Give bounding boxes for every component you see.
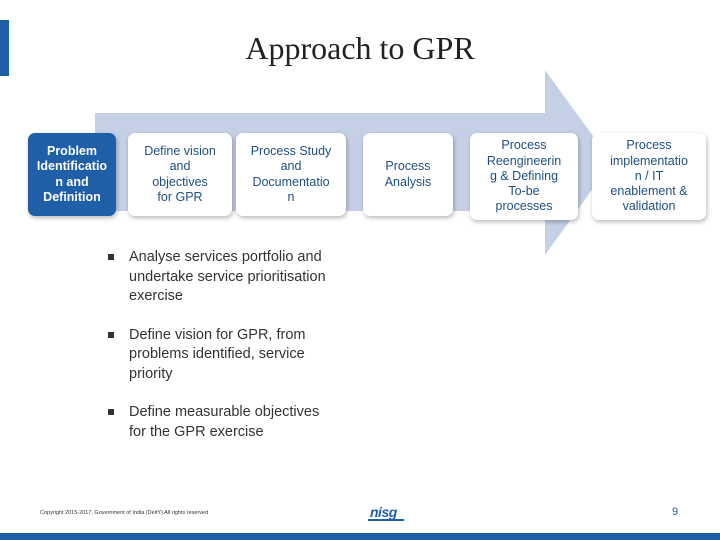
step-process-study: Process Study and Documentatio n (236, 133, 346, 216)
step-define-vision: Define vision and objectives for GPR (128, 133, 232, 216)
bullet-item: Analyse services portfolio and undertake… (108, 248, 328, 307)
step-process-analysis: Process Analysis (363, 133, 453, 216)
step-process-implementation: Process implementatio n / IT enablement … (592, 133, 706, 220)
bullet-list: Analyse services portfolio and undertake… (108, 248, 328, 461)
page-title: Approach to GPR (245, 30, 475, 66)
step-label: Define vision and objectives for GPR (144, 144, 216, 204)
page-number: 9 (672, 506, 679, 518)
step-label: Process Reengineerin g & Defining To-be … (486, 138, 562, 214)
step-process-reengineering: Process Reengineerin g & Defining To-be … (470, 133, 578, 220)
square-bullet-icon (108, 331, 114, 338)
title-accent-bar (0, 20, 9, 76)
step-label: Problem Identificatio n and Definition (36, 144, 108, 204)
step-label: Process Analysis (384, 159, 432, 189)
step-label: Process Study and Documentatio n (250, 144, 332, 204)
nisg-logo: nisg (366, 503, 406, 523)
bullet-text: Analyse services portfolio and undertake… (129, 249, 326, 304)
step-label: Process implementatio n / IT enablement … (610, 138, 688, 214)
footer-bar (0, 533, 720, 540)
square-bullet-icon (108, 254, 114, 260)
square-bullet-icon (108, 409, 114, 415)
bullet-text: Define vision for GPR, from problems ide… (129, 326, 306, 382)
logo-underline (368, 519, 404, 521)
bullet-text: Define measurable objectives for the GPR… (129, 404, 320, 440)
step-problem-identification: Problem Identificatio n and Definition (28, 133, 116, 216)
bullet-item: Define measurable objectives for the GPR… (108, 403, 328, 442)
copyright-text: Copyright 2015-2017, Government of India… (40, 510, 209, 516)
logo-text: nisg (370, 504, 397, 520)
bullet-item: Define vision for GPR, from problems ide… (108, 326, 328, 385)
